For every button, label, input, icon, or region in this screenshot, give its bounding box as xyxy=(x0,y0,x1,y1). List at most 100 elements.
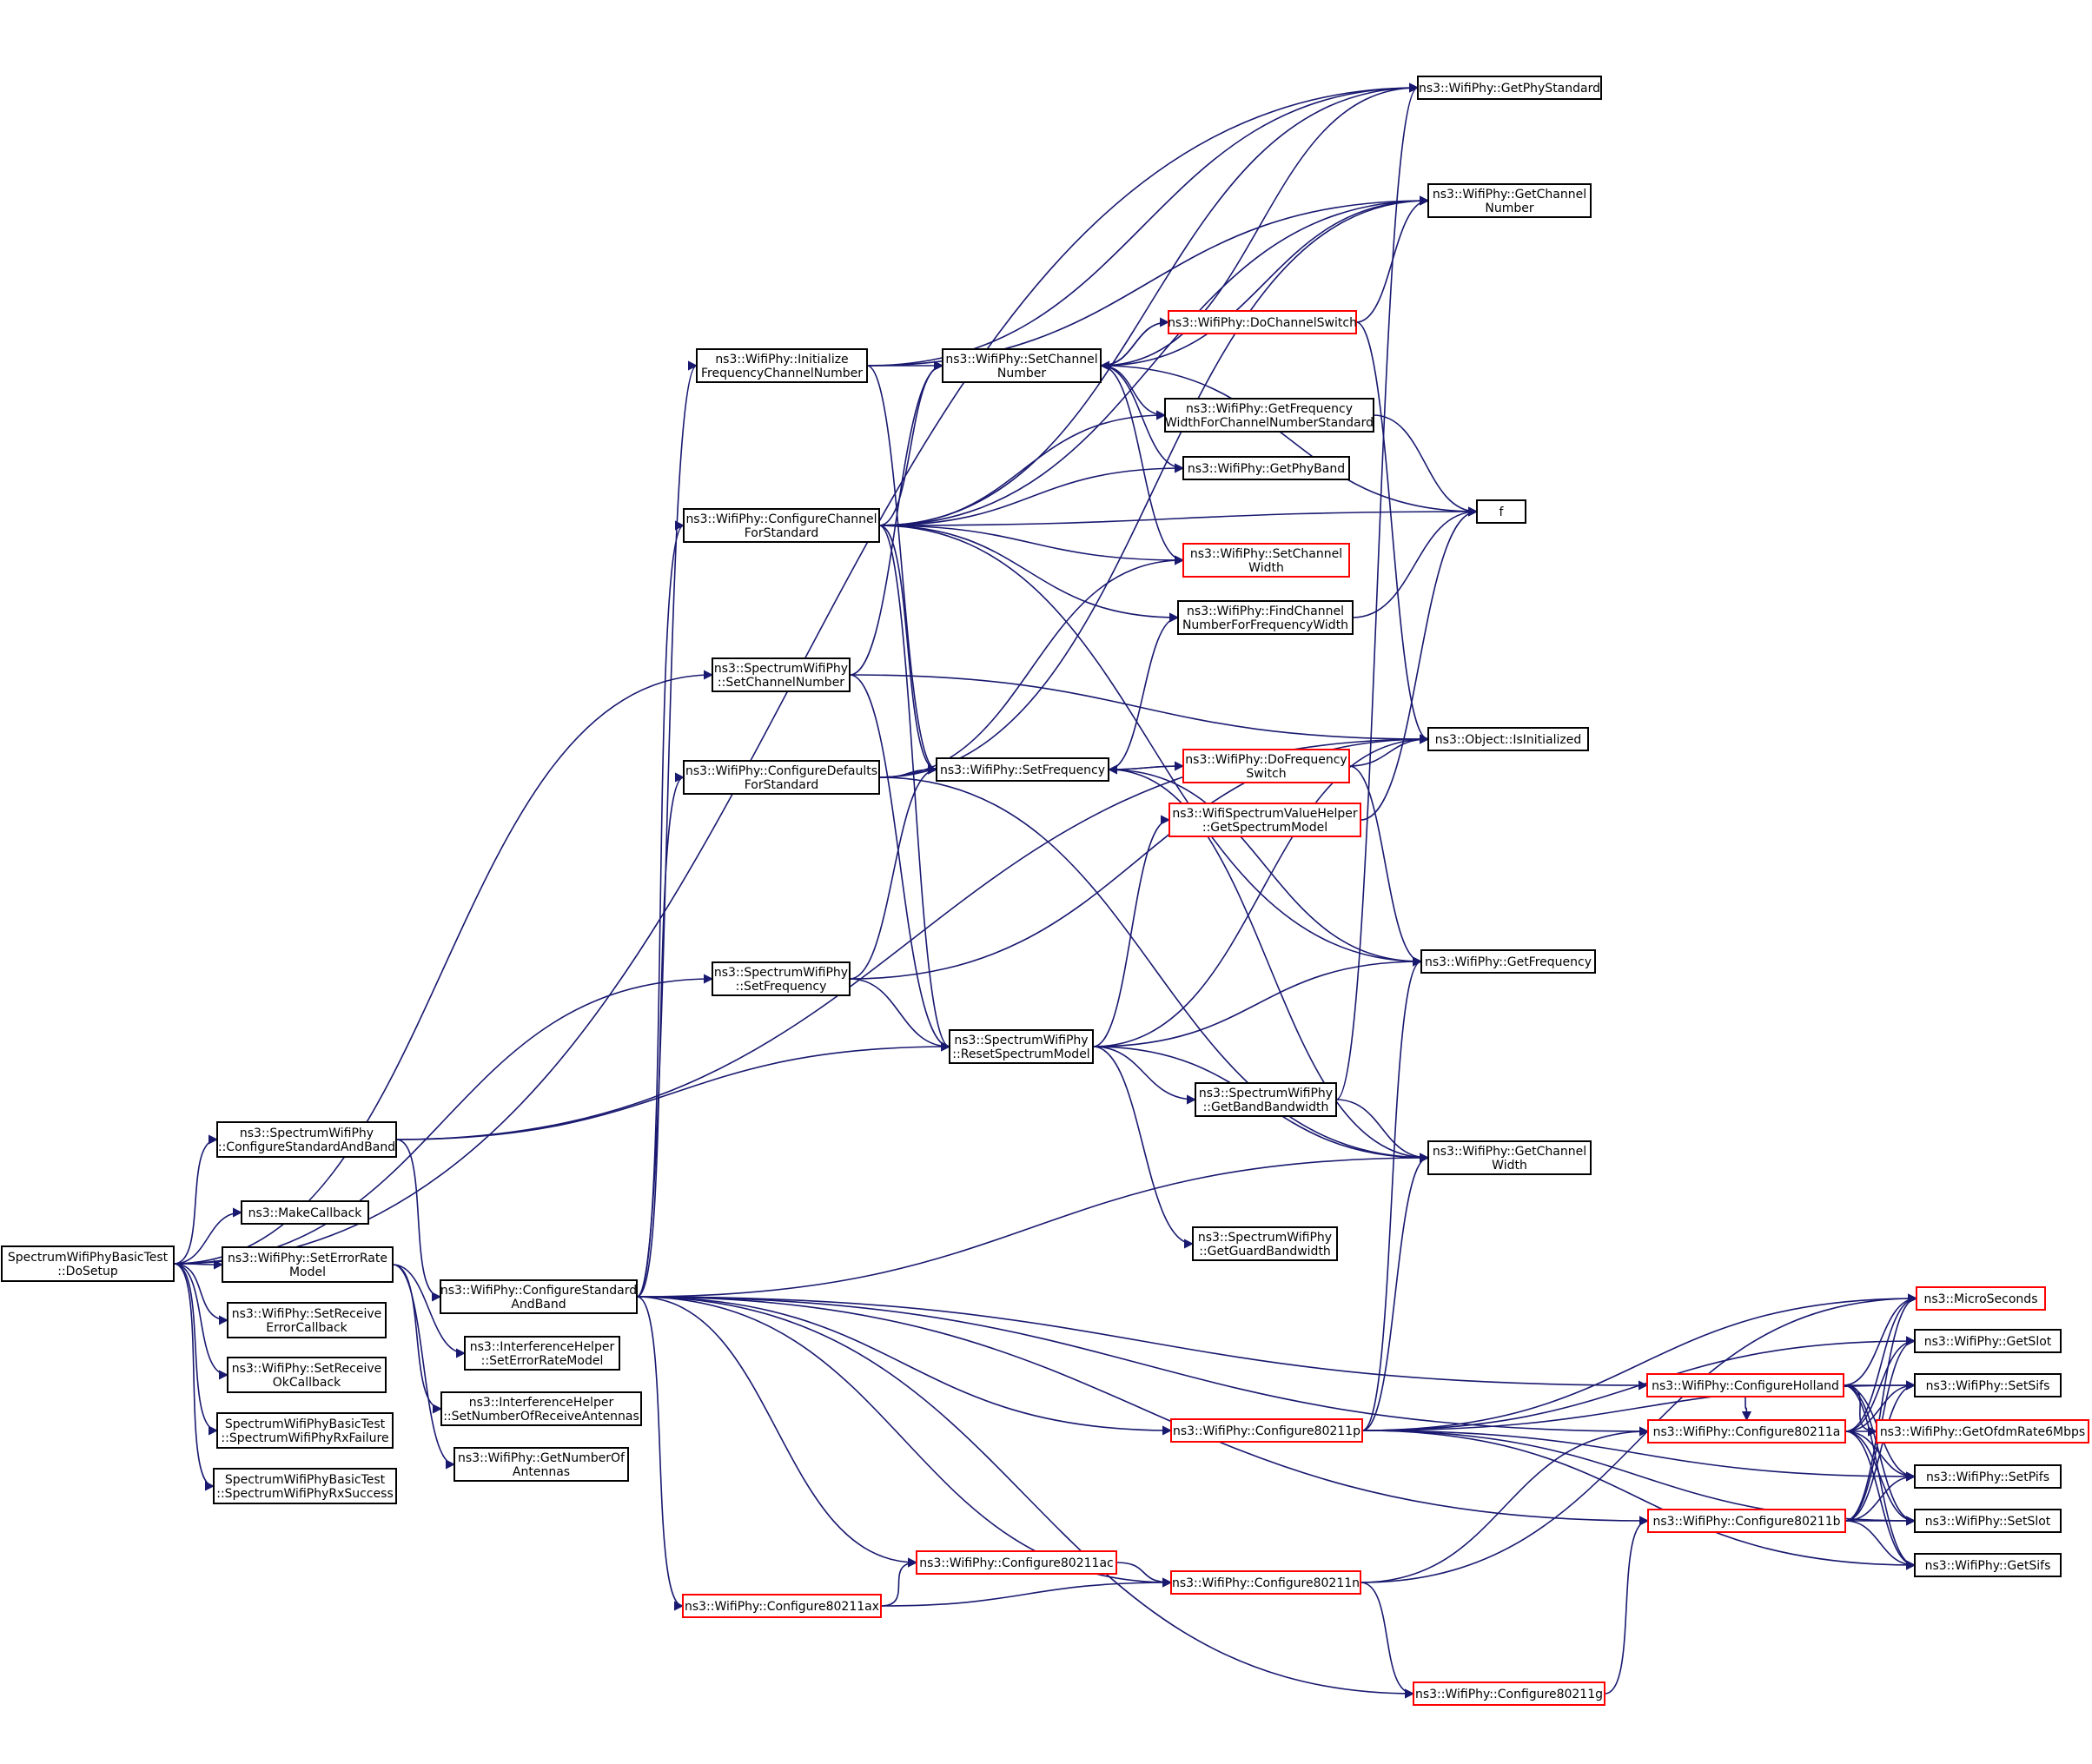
node-ns3-wifiphy-getfrequency[interactable]: ns3::WifiPhy::GetFrequency xyxy=(1420,949,1596,974)
call-edge xyxy=(1361,1430,1917,1482)
call-edge xyxy=(1844,1520,1917,1570)
node-label: ns3::WifiPhy::SetSifs xyxy=(1926,1379,2050,1393)
node-ns3-microseconds[interactable]: ns3::MicroSeconds xyxy=(1916,1286,2046,1311)
node-label: ::SpectrumWifiPhyRxFailure xyxy=(221,1431,388,1445)
node-ns3-wifiphy-getfrequency-widthforchannelnumberstandard[interactable]: ns3::WifiPhy::GetFrequencyWidthForChanne… xyxy=(1164,398,1374,433)
node-ns3-interferencehelper-setnumberofreceiveantennas[interactable]: ns3::InterferenceHelper::SetNumberOfRece… xyxy=(440,1391,642,1426)
node-ns3-makecallback[interactable]: ns3::MakeCallback xyxy=(241,1200,369,1225)
call-edge xyxy=(1107,764,1184,775)
call-edge xyxy=(173,1263,215,1491)
call-edge xyxy=(1116,1562,1173,1588)
node-ns3-spectrumwifiphy-configurestandardandband[interactable]: ns3::SpectrumWifiPhy::ConfigureStandardA… xyxy=(216,1121,397,1158)
node-ns3-wifiphy-setslot[interactable]: ns3::WifiPhy::SetSlot xyxy=(1914,1509,2062,1533)
node-box xyxy=(916,1550,1117,1575)
node-ns3-wifiphy-configurechannel-forstandard[interactable]: ns3::WifiPhy::ConfigureChannelForStandar… xyxy=(683,508,880,543)
node-ns3-wifiphy-configure80211p[interactable]: ns3::WifiPhy::Configure80211p xyxy=(1170,1418,1363,1443)
node-ns3-wifispectrumvaluehelper-getspectrummodel[interactable]: ns3::WifiSpectrumValueHelper::GetSpectru… xyxy=(1168,803,1361,837)
call-edge xyxy=(392,1264,467,1358)
call-edge xyxy=(866,195,1430,367)
node-label: ns3::WifiPhy::GetFrequency xyxy=(1425,955,1592,969)
node-spectrumwifiphybasictest-spectrumwifiphyrxfailure[interactable]: SpectrumWifiPhyBasicTest::SpectrumWifiPh… xyxy=(216,1412,394,1449)
node-ns3-interferencehelper-seterrorratemodel[interactable]: ns3::InterferenceHelper::SetErrorRateMod… xyxy=(464,1336,620,1371)
call-edge xyxy=(173,1263,219,1436)
call-edge xyxy=(1100,365,1479,517)
node-label: ns3::WifiPhy::GetChannel xyxy=(1433,188,1586,202)
call-edge xyxy=(1361,1293,1918,1431)
node-ns3-wifiphy-getphystandard[interactable]: ns3::WifiPhy::GetPhyStandard xyxy=(1417,76,1602,100)
node-ns3-wifiphy-configuredefaults-forstandard[interactable]: ns3::WifiPhy::ConfigureDefaultsForStanda… xyxy=(683,760,880,795)
node-spectrumwifiphybasictest-dosetup[interactable]: SpectrumWifiPhyBasicTest::DoSetup xyxy=(1,1245,175,1282)
node-label: ns3::WifiPhy::Configure80211b xyxy=(1652,1515,1840,1529)
node-ns3-wifiphy-configureholland[interactable]: ns3::WifiPhy::ConfigureHolland xyxy=(1646,1373,1844,1397)
node-ns3-wifiphy-configure80211b[interactable]: ns3::WifiPhy::Configure80211b xyxy=(1647,1509,1846,1533)
node-ns3-wifiphy-seterrorrate-model[interactable]: ns3::WifiPhy::SetErrorRateModel xyxy=(222,1246,394,1283)
call-edge xyxy=(1352,506,1479,618)
node-ns3-spectrumwifiphy-getguardbandwidth[interactable]: ns3::SpectrumWifiPhy::GetGuardBandwidth xyxy=(1192,1226,1338,1261)
node-label: ns3::SpectrumWifiPhy xyxy=(954,1034,1088,1047)
node-label: ns3::WifiPhy::Configure80211a xyxy=(1653,1425,1841,1439)
node-ns3-wifiphy-configure80211g[interactable]: ns3::WifiPhy::Configure80211g xyxy=(1413,1681,1605,1706)
node-box xyxy=(1170,1570,1361,1595)
node-box xyxy=(1914,1553,2062,1577)
node-ns3-wifiphy-configurestandard-andband[interactable]: ns3::WifiPhy::ConfigureStandardAndBand xyxy=(440,1279,638,1314)
call-edge xyxy=(1100,365,1185,565)
call-edge xyxy=(1361,1153,1430,1431)
node-ns3-wifiphy-dochannelswitch[interactable]: ns3::WifiPhy::DoChannelSwitch xyxy=(1168,310,1357,334)
node-ns3-wifiphy-setchannel-number[interactable]: ns3::WifiPhy::SetChannelNumber xyxy=(942,348,1102,383)
node-ns3-wifiphy-setfrequency[interactable]: ns3::WifiPhy::SetFrequency xyxy=(936,757,1109,782)
node-ns3-wifiphy-initialize-frequencychannelnumber[interactable]: ns3::WifiPhy::InitializeFrequencyChannel… xyxy=(696,348,868,383)
node-ns3-wifiphy-configure80211n[interactable]: ns3::WifiPhy::Configure80211n xyxy=(1170,1570,1361,1595)
call-edge xyxy=(1361,1336,1917,1431)
node-ns3-spectrumwifiphy-getbandbandwidth[interactable]: ns3::SpectrumWifiPhy::GetBandBandwidth xyxy=(1195,1082,1337,1117)
node-box xyxy=(222,1246,394,1283)
node-label: ns3::SpectrumWifiPhy xyxy=(1198,1231,1332,1245)
node-ns3-wifiphy-setsifs[interactable]: ns3::WifiPhy::SetSifs xyxy=(1914,1373,2062,1397)
call-edge xyxy=(1844,1430,1917,1526)
node-box xyxy=(227,1302,387,1338)
node-box xyxy=(213,1468,397,1504)
node-ns3-wifiphy-getphyband[interactable]: ns3::WifiPhy::GetPhyBand xyxy=(1182,456,1350,480)
node-label: ::SpectrumWifiPhyRxSuccess xyxy=(216,1487,394,1501)
node-label: ns3::WifiPhy::GetOfdmRate6Mbps xyxy=(1880,1425,2085,1439)
call-edge xyxy=(1844,1471,1917,1522)
node-ns3-wifiphy-configure80211a[interactable]: ns3::WifiPhy::Configure80211a xyxy=(1647,1419,1846,1444)
node-label: ns3::WifiPhy::GetChannel xyxy=(1433,1145,1586,1159)
node-ns3-wifiphy-getofdmrate6mbps[interactable]: ns3::WifiPhy::GetOfdmRate6Mbps xyxy=(1876,1419,2089,1444)
node-ns3-wifiphy-getslot[interactable]: ns3::WifiPhy::GetSlot xyxy=(1914,1329,2062,1353)
node-ns3-wifiphy-findchannel-numberforfrequencywidth[interactable]: ns3::WifiPhy::FindChannelNumberForFreque… xyxy=(1177,600,1354,635)
node-box xyxy=(1170,1418,1363,1443)
call-edge xyxy=(878,525,1180,623)
call-edge xyxy=(1092,734,1430,1047)
node-ns3-wifiphy-setpifs[interactable]: ns3::WifiPhy::SetPifs xyxy=(1914,1464,2062,1489)
node-box xyxy=(227,1357,387,1393)
call-edge xyxy=(1844,1293,1918,1432)
node-label: Width xyxy=(1248,561,1284,575)
node-ns3-object-isinitialized[interactable]: ns3::Object::IsInitialized xyxy=(1427,727,1589,751)
node-box xyxy=(440,1279,638,1314)
node-ns3-spectrumwifiphy-resetspectrummodel[interactable]: ns3::SpectrumWifiPhy::ResetSpectrumModel xyxy=(949,1029,1094,1064)
node-box xyxy=(1427,1140,1592,1175)
node-spectrumwifiphybasictest-spectrumwifiphyrxsuccess[interactable]: SpectrumWifiPhyBasicTest::SpectrumWifiPh… xyxy=(213,1468,397,1504)
call-edge xyxy=(636,1153,1430,1298)
call-edge xyxy=(1844,1380,1917,1522)
node-label: ns3::WifiPhy::SetReceive xyxy=(232,1362,382,1376)
node-label: ::DoSetup xyxy=(57,1265,118,1278)
node-box xyxy=(1168,803,1361,837)
call-edge xyxy=(1361,1430,1917,1570)
node-box xyxy=(1177,600,1354,635)
node-ns3-wifiphy-configure80211ac[interactable]: ns3::WifiPhy::Configure80211ac xyxy=(916,1550,1117,1575)
call-edge xyxy=(1100,83,1420,367)
node-label: ns3::WifiPhy::SetFrequency xyxy=(940,763,1105,777)
node-f[interactable]: f xyxy=(1476,499,1526,524)
node-ns3-wifiphy-configure80211ax[interactable]: ns3::WifiPhy::Configure80211ax xyxy=(682,1594,882,1618)
node-ns3-spectrumwifiphy-setchannelnumber[interactable]: ns3::SpectrumWifiPhy::SetChannelNumber xyxy=(712,657,851,692)
node-ns3-spectrumwifiphy-setfrequency[interactable]: ns3::SpectrumWifiPhy::SetFrequency xyxy=(712,961,851,996)
node-ns3-wifiphy-getsifs[interactable]: ns3::WifiPhy::GetSifs xyxy=(1914,1553,2062,1577)
